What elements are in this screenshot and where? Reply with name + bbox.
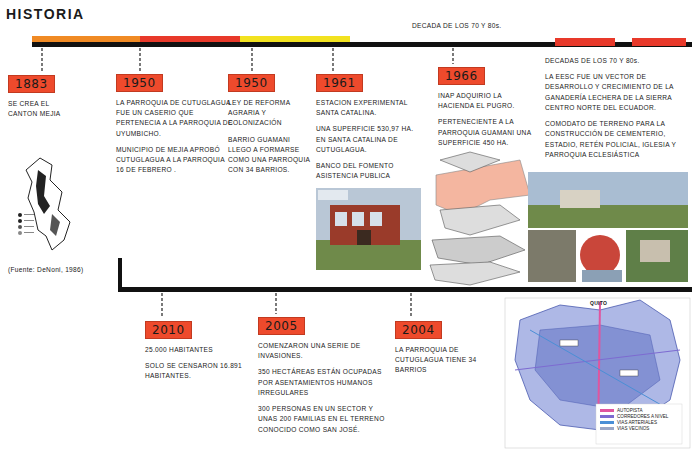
year-box: 1950 xyxy=(116,74,163,92)
event-text: BANCO DEL FOMENTO ASISTENCIA PUBLICA xyxy=(316,161,424,181)
event-text: PERTENECIENTE A LA PARROQUIA GUAMANI UNA… xyxy=(438,117,538,148)
period-label: DECADA DE LOS 70 Y 80s. xyxy=(412,22,502,29)
timeline-event: 2010 25.000 HABITANTES SOLO SE CENSARON 16… xyxy=(145,320,250,382)
event-text: MUNICIPIO DE MEJIA APROBÓ CUTUGLAGUA A L… xyxy=(116,145,234,176)
timeline-event: DECADAS DE LOS 70 Y 80s. LA EESC FUE UN V… xyxy=(545,56,687,160)
legend-swatch xyxy=(600,409,614,412)
event-text: BARRIO GUAMANI LLEGO A FORMARSE COMO UNA… xyxy=(228,135,313,176)
timeline-event: 2005COMENZARON UNA SERIE DE INVASIONES. 3… xyxy=(258,316,393,435)
year-box: 2005 xyxy=(258,317,305,335)
legend-row: AUTOPISTA xyxy=(600,408,668,413)
legend-text: VIAS VECINOS xyxy=(617,426,649,431)
legend-row: CORREDORES A NIVEL xyxy=(600,414,668,419)
timeline-event: 2004 LA PARROQUIA DE CUTUGLAGUA TIENE 34 … xyxy=(395,320,500,376)
event-text: INAP ADQUIRIO LA HACIENDA EL PUGRO. xyxy=(438,91,538,111)
year-box: 2004 xyxy=(395,321,442,339)
source-note: (Fuente: DeNoni, 1986) xyxy=(8,266,84,273)
event-text: COMENZARON UNA SERIE DE INVASIONES. xyxy=(258,341,393,361)
event-text: LA PARROQUIA DE CUTUGLAGUA FUE UN CASERI… xyxy=(116,98,234,139)
event-text: UNA SUPERFICIE 530,97 HA. EN SANTA CATAL… xyxy=(316,124,424,155)
map-legend: AUTOPISTACORREDORES A NIVELVIAS ARTERIAL… xyxy=(600,408,668,432)
event-text: SOLO SE CENSARON 16.891 HABITANTES. xyxy=(145,361,250,381)
event-text: LA EESC FUE UN VECTOR DE DESARROLLO Y CR… xyxy=(545,72,687,113)
event-text: 350 HECTÁREAS ESTÁN OCUPADAS POR ASENTAM… xyxy=(258,367,393,398)
timeline-event: 1950 LA PARROQUIA DE CUTUGLAGUA FUE UN CA… xyxy=(116,73,234,176)
year-box: 1966 xyxy=(438,67,485,85)
event-text: LA PARROQUIA DE CUTUGLAGUA TIENE 34 BARR… xyxy=(395,345,500,376)
legend-swatch xyxy=(600,427,614,430)
event-heading: DECADAS DE LOS 70 Y 80s. xyxy=(545,56,687,66)
map-label: QUITO xyxy=(590,300,607,306)
legend-swatch xyxy=(600,415,614,418)
timeline-event: 1883 SE CREA EL CANTON MEJIA xyxy=(8,74,80,119)
year-box: 2010 xyxy=(145,321,192,339)
event-text: ESTACION EXPERIMENTAL SANTA CATALINA. xyxy=(316,98,424,118)
event-text: COMODATO DE TERRENO PARA LA CONSTRUCCIÓN… xyxy=(545,119,687,160)
legend-text: CORREDORES A NIVEL xyxy=(617,414,668,419)
legend-text: AUTOPISTA xyxy=(617,408,643,413)
timeline-event: 1950LEY DE REFORMA AGRARIA Y COLONIZACIÓ… xyxy=(228,73,313,176)
event-text: SE CREA EL CANTON MEJIA xyxy=(8,99,80,119)
year-box: 1883 xyxy=(8,75,55,93)
timeline-event: 1966INAP ADQUIRIO LA HACIENDA EL PUGRO. P… xyxy=(438,66,538,148)
diagram-title: HISTORIA xyxy=(6,6,85,22)
legend-swatch xyxy=(600,421,614,424)
legend-text: VIAS ARTERIALES xyxy=(617,420,657,425)
event-text: 25.000 HABITANTES xyxy=(145,345,250,355)
event-text: 300 PERSONAS EN UN SECTOR Y UNAS 200 FAM… xyxy=(258,404,393,435)
timeline-event: 1961ESTACION EXPERIMENTAL SANTA CATALINA… xyxy=(316,73,424,182)
legend-row: VIAS ARTERIALES xyxy=(600,420,668,425)
year-box: 1961 xyxy=(316,74,363,92)
event-text: LEY DE REFORMA AGRARIA Y COLONIZACIÓN xyxy=(228,98,313,129)
year-box: 1950 xyxy=(228,74,275,92)
legend-row: VIAS VECINOS xyxy=(600,426,668,431)
